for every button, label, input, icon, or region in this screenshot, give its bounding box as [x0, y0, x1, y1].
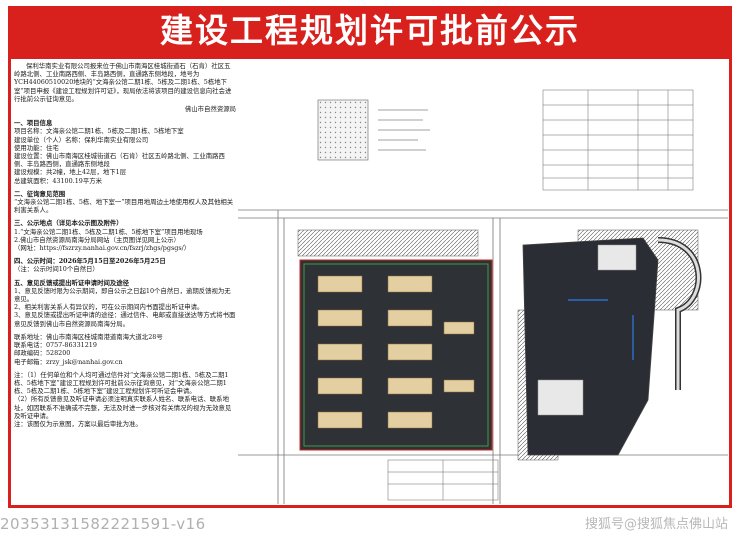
plan-legend-key: [317, 99, 430, 161]
project-area: 总建筑面积：43100.19平方米: [14, 176, 103, 185]
footnote: （2）所有反馈意见及听证申请必须注明真实联系人姓名、联系电话、联系地址，如因联系…: [14, 395, 232, 420]
notice-intro: 保利华南实业有限公司报来位于佛山市南海区桂城街道石（石肯）社区五岭路北侧、工业南…: [14, 62, 232, 103]
notice-issuer: 佛山市自然资源局: [184, 105, 236, 114]
notice-banner: 建设工程规划许可批前公示: [8, 6, 732, 56]
location-line: 1.“文海亲公馆二期1栋、5栋及二期1栋、5栋地下室”项目用地现场: [14, 227, 203, 236]
feedback-line: 2、相关利害关系人有异议的，可在公示期间内书面提出听证申请。: [14, 303, 204, 312]
watermark-site: 搜狐号@搜狐焦点佛山站: [584, 517, 728, 532]
project-name: 项目名称：文海亲公馆二期1栋、5栋及二期1栋、5栋地下室: [14, 127, 184, 136]
location-url: （网址：https://fszrzy.nanhai.gov.cn/fszrj/z…: [14, 244, 191, 253]
plan-title-block: [387, 459, 499, 501]
section-location-title: 三、公示地点（详见本公示图及附件）: [14, 219, 123, 228]
project-location: 建设位置：佛山市南海区桂城街道石（石肯）社区五岭路北侧、工业南路西侧、丰岛路西侧…: [14, 152, 225, 169]
section-scope-body: “文海亲公馆二期1栋、5栋、地下室一”项目用地周边土地使用权人及其他相关利害关系…: [14, 198, 234, 215]
notice-text-column: 保利华南实业有限公司报来位于佛山市南海区桂城街道石（石肯）社区五岭路北侧、工业南…: [14, 62, 236, 502]
project-scale: 建设规模：共2幢，地上42层，地下1层: [14, 168, 127, 177]
watermark-id: 2035313158222159​1-v16: [0, 515, 206, 533]
section-project-info-title: 一、项目信息: [14, 119, 53, 128]
plan-legend-table: [542, 89, 694, 191]
hatched-zone: [297, 229, 479, 257]
section-time-note: （注：公示时间10个自然日）: [14, 265, 99, 274]
right-development-block: [522, 237, 659, 456]
project-builder: 建设单位（个人）名称：保利华南实业有限公司: [14, 135, 149, 144]
contact-email: 电子邮箱：zrzy_jsk@nanhai.gov.cn: [14, 357, 123, 366]
banner-title: 建设工程规划许可批前公示: [160, 11, 580, 50]
site-plan-drawing: [238, 60, 728, 504]
feedback-line: 3、意见反馈或提出听证申请的途径：通过信件、电邮或直接送达等方式将书面意见反馈到…: [14, 311, 236, 328]
location-line: 2.佛山市自然资源局南海分局网站（主页图详见网上公示）: [14, 235, 180, 244]
left-residential-block: [299, 259, 493, 451]
contact-address: 联系地址：佛山市南海区桂城南港道南海大道北28号: [14, 332, 163, 341]
project-use: 使用功能：住宅: [14, 143, 59, 152]
road-lines: [238, 209, 728, 504]
contact-postcode: 邮政编码：528200: [14, 349, 71, 358]
section-scope-title: 二、征询意见范围: [14, 189, 66, 198]
ramp-curve: [657, 238, 700, 390]
site-plan-svg: [238, 89, 728, 504]
section-time: 四、公示时间：2026年5月15日至2026年5月25日: [14, 257, 166, 266]
footnote: 注：（1）任何单位和个人均可通过信件对“文海亲公馆二期1栋、5栋及二期1栋、5栋…: [14, 370, 229, 396]
section-feedback-title: 五、意见反馈或提出听证申请时间及途径: [14, 278, 130, 287]
footnote: 注：该图仅为示意图，方案以最后审批为准。: [14, 419, 142, 428]
contact-phone: 联系电话：0757-86331219: [14, 341, 97, 350]
feedback-line: 1、意见反馈时限为公示期间，即自公示之日起10个自然日，逾期反馈视为无意见。: [14, 286, 231, 304]
